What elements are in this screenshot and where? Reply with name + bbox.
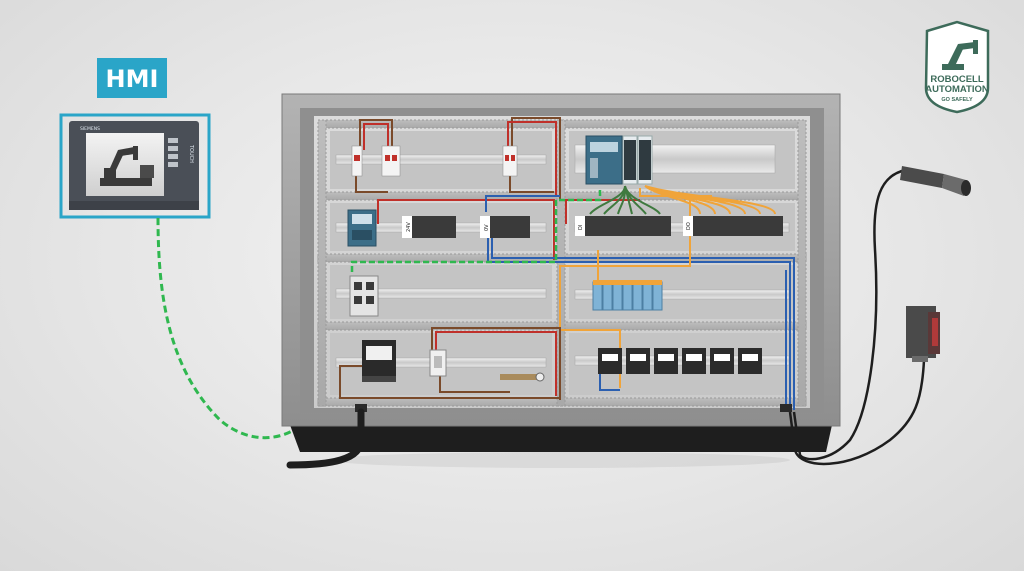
- logo-tagline: GO SAFELY: [941, 97, 973, 103]
- breaker-2: [381, 145, 401, 177]
- ground-bar: [500, 372, 545, 382]
- power-supply: [347, 209, 377, 247]
- relay-modules: [592, 280, 663, 311]
- sensor-cable-2: [788, 359, 926, 466]
- hmi-group: HMI SIEMENS TOUCH: [59, 58, 211, 219]
- robot-arm-icon: [100, 146, 154, 186]
- cabinet-base: [290, 425, 832, 452]
- circuit-breakers: [351, 145, 518, 177]
- hmi-label-text: HMI: [106, 65, 159, 93]
- hmi-side-label: TOUCH: [188, 144, 194, 163]
- logo-line1: ROBOCELL: [930, 74, 984, 85]
- power-cable: [286, 408, 365, 469]
- label-0v: 0V: [484, 224, 490, 231]
- transformer: [362, 340, 396, 382]
- io-terminal-strips: [575, 185, 783, 236]
- hmi-bottom-bar: [69, 201, 199, 210]
- photoelectric-sensor-icon: [906, 306, 940, 362]
- terminal-blocks-power: [402, 216, 530, 238]
- control-cabinet: 24V 0V DI DO: [281, 93, 841, 452]
- hmi-frame: [59, 113, 211, 219]
- hmi-label-badge: [97, 58, 167, 98]
- label-24v: 24V: [406, 222, 412, 232]
- inductive-proximity-sensor-icon: [900, 166, 971, 196]
- wiring: [339, 117, 795, 410]
- logo-line2: AUTOMATION: [925, 84, 989, 95]
- network-module: [349, 275, 379, 317]
- robocell-logo: ROBOCELL AUTOMATION GO SAFELY: [924, 20, 990, 114]
- hmi-side-buttons: [168, 138, 178, 167]
- contactors: [598, 348, 762, 374]
- breaker-3: [502, 145, 518, 177]
- hmi-screen: [86, 133, 164, 196]
- floor-shadow: [330, 452, 790, 468]
- logo-robot-arm: [942, 40, 978, 70]
- label-do: DO: [686, 222, 692, 230]
- cable-gland-right: [780, 404, 792, 412]
- hmi-brand: SIEMENS: [80, 126, 100, 132]
- cable-gland-left: [355, 404, 367, 412]
- plc-controller: [585, 135, 653, 185]
- sensor-cable-1: [792, 168, 907, 461]
- fuse-terminal: [429, 349, 447, 377]
- plc-ethernet-cable: [350, 188, 602, 272]
- label-di: DI: [578, 225, 584, 230]
